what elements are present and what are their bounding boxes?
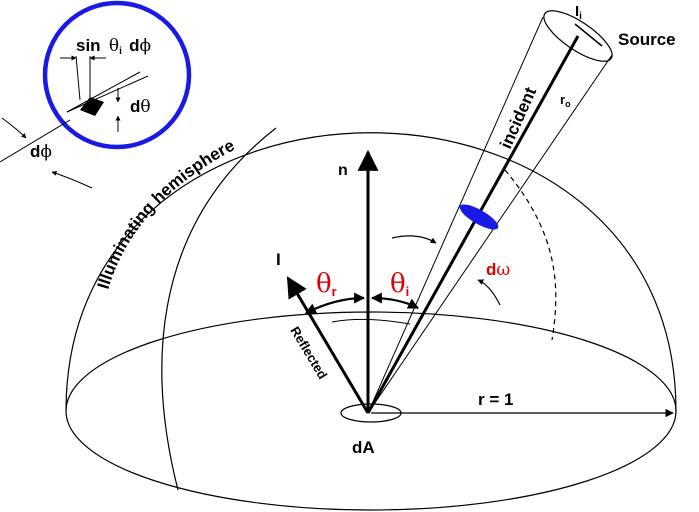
inset-ring — [42, 0, 192, 150]
theta-i-arc — [370, 292, 419, 309]
rotation-arc-upper — [391, 235, 437, 244]
inset-dtheta-label: dθ — [130, 97, 151, 117]
intensity-i-tick — [574, 23, 603, 47]
inset-line-b — [66, 75, 149, 113]
outer-dphi-line — [0, 119, 71, 163]
meridian-dashed — [504, 169, 557, 341]
theta-r-label: θr — [316, 269, 337, 299]
hemisphere-outline — [65, 132, 677, 412]
d-omega-label: dω — [486, 260, 510, 280]
radius-label: r = 1 — [478, 390, 513, 409]
base-arc — [331, 318, 411, 325]
outer-dphi-arc-bottom — [51, 171, 93, 189]
inset-dim-a — [75, 55, 81, 101]
reflected-intensity-label: I — [276, 250, 281, 269]
reflected-ray-arrow — [286, 276, 370, 414]
normal-label: n — [338, 162, 348, 179]
inset-solid-element — [80, 97, 104, 116]
hemisphere-base-ellipse — [65, 311, 677, 511]
incident-cone-edge-left — [367, 16, 544, 414]
inset-sin-label: sin θi dϕ — [76, 36, 151, 58]
theta-r-arc — [305, 292, 366, 314]
incident-cone-edge-right — [367, 54, 613, 414]
solid-angle-patch — [459, 204, 499, 230]
meridian-left — [161, 127, 277, 491]
theta-i-label: θi — [390, 269, 409, 299]
outer-dphi-arc-top — [1, 117, 27, 139]
source-aperture — [543, 10, 613, 62]
inset-detail: sin θi dϕ dθ — [42, 0, 192, 150]
source-label: Source — [618, 30, 676, 49]
d-omega-arc — [477, 279, 501, 306]
outer-dphi-label: dϕ — [30, 142, 52, 162]
r0-label: ro — [560, 92, 571, 109]
hemisphere-label: Illuminating hemisphere — [94, 136, 238, 291]
intensity-i-label: Ii — [575, 3, 582, 22]
inset-line-a — [66, 71, 141, 113]
incident-ray — [366, 35, 580, 414]
dA-label: dA — [352, 438, 375, 457]
reflected-label: Reflected — [287, 324, 330, 382]
